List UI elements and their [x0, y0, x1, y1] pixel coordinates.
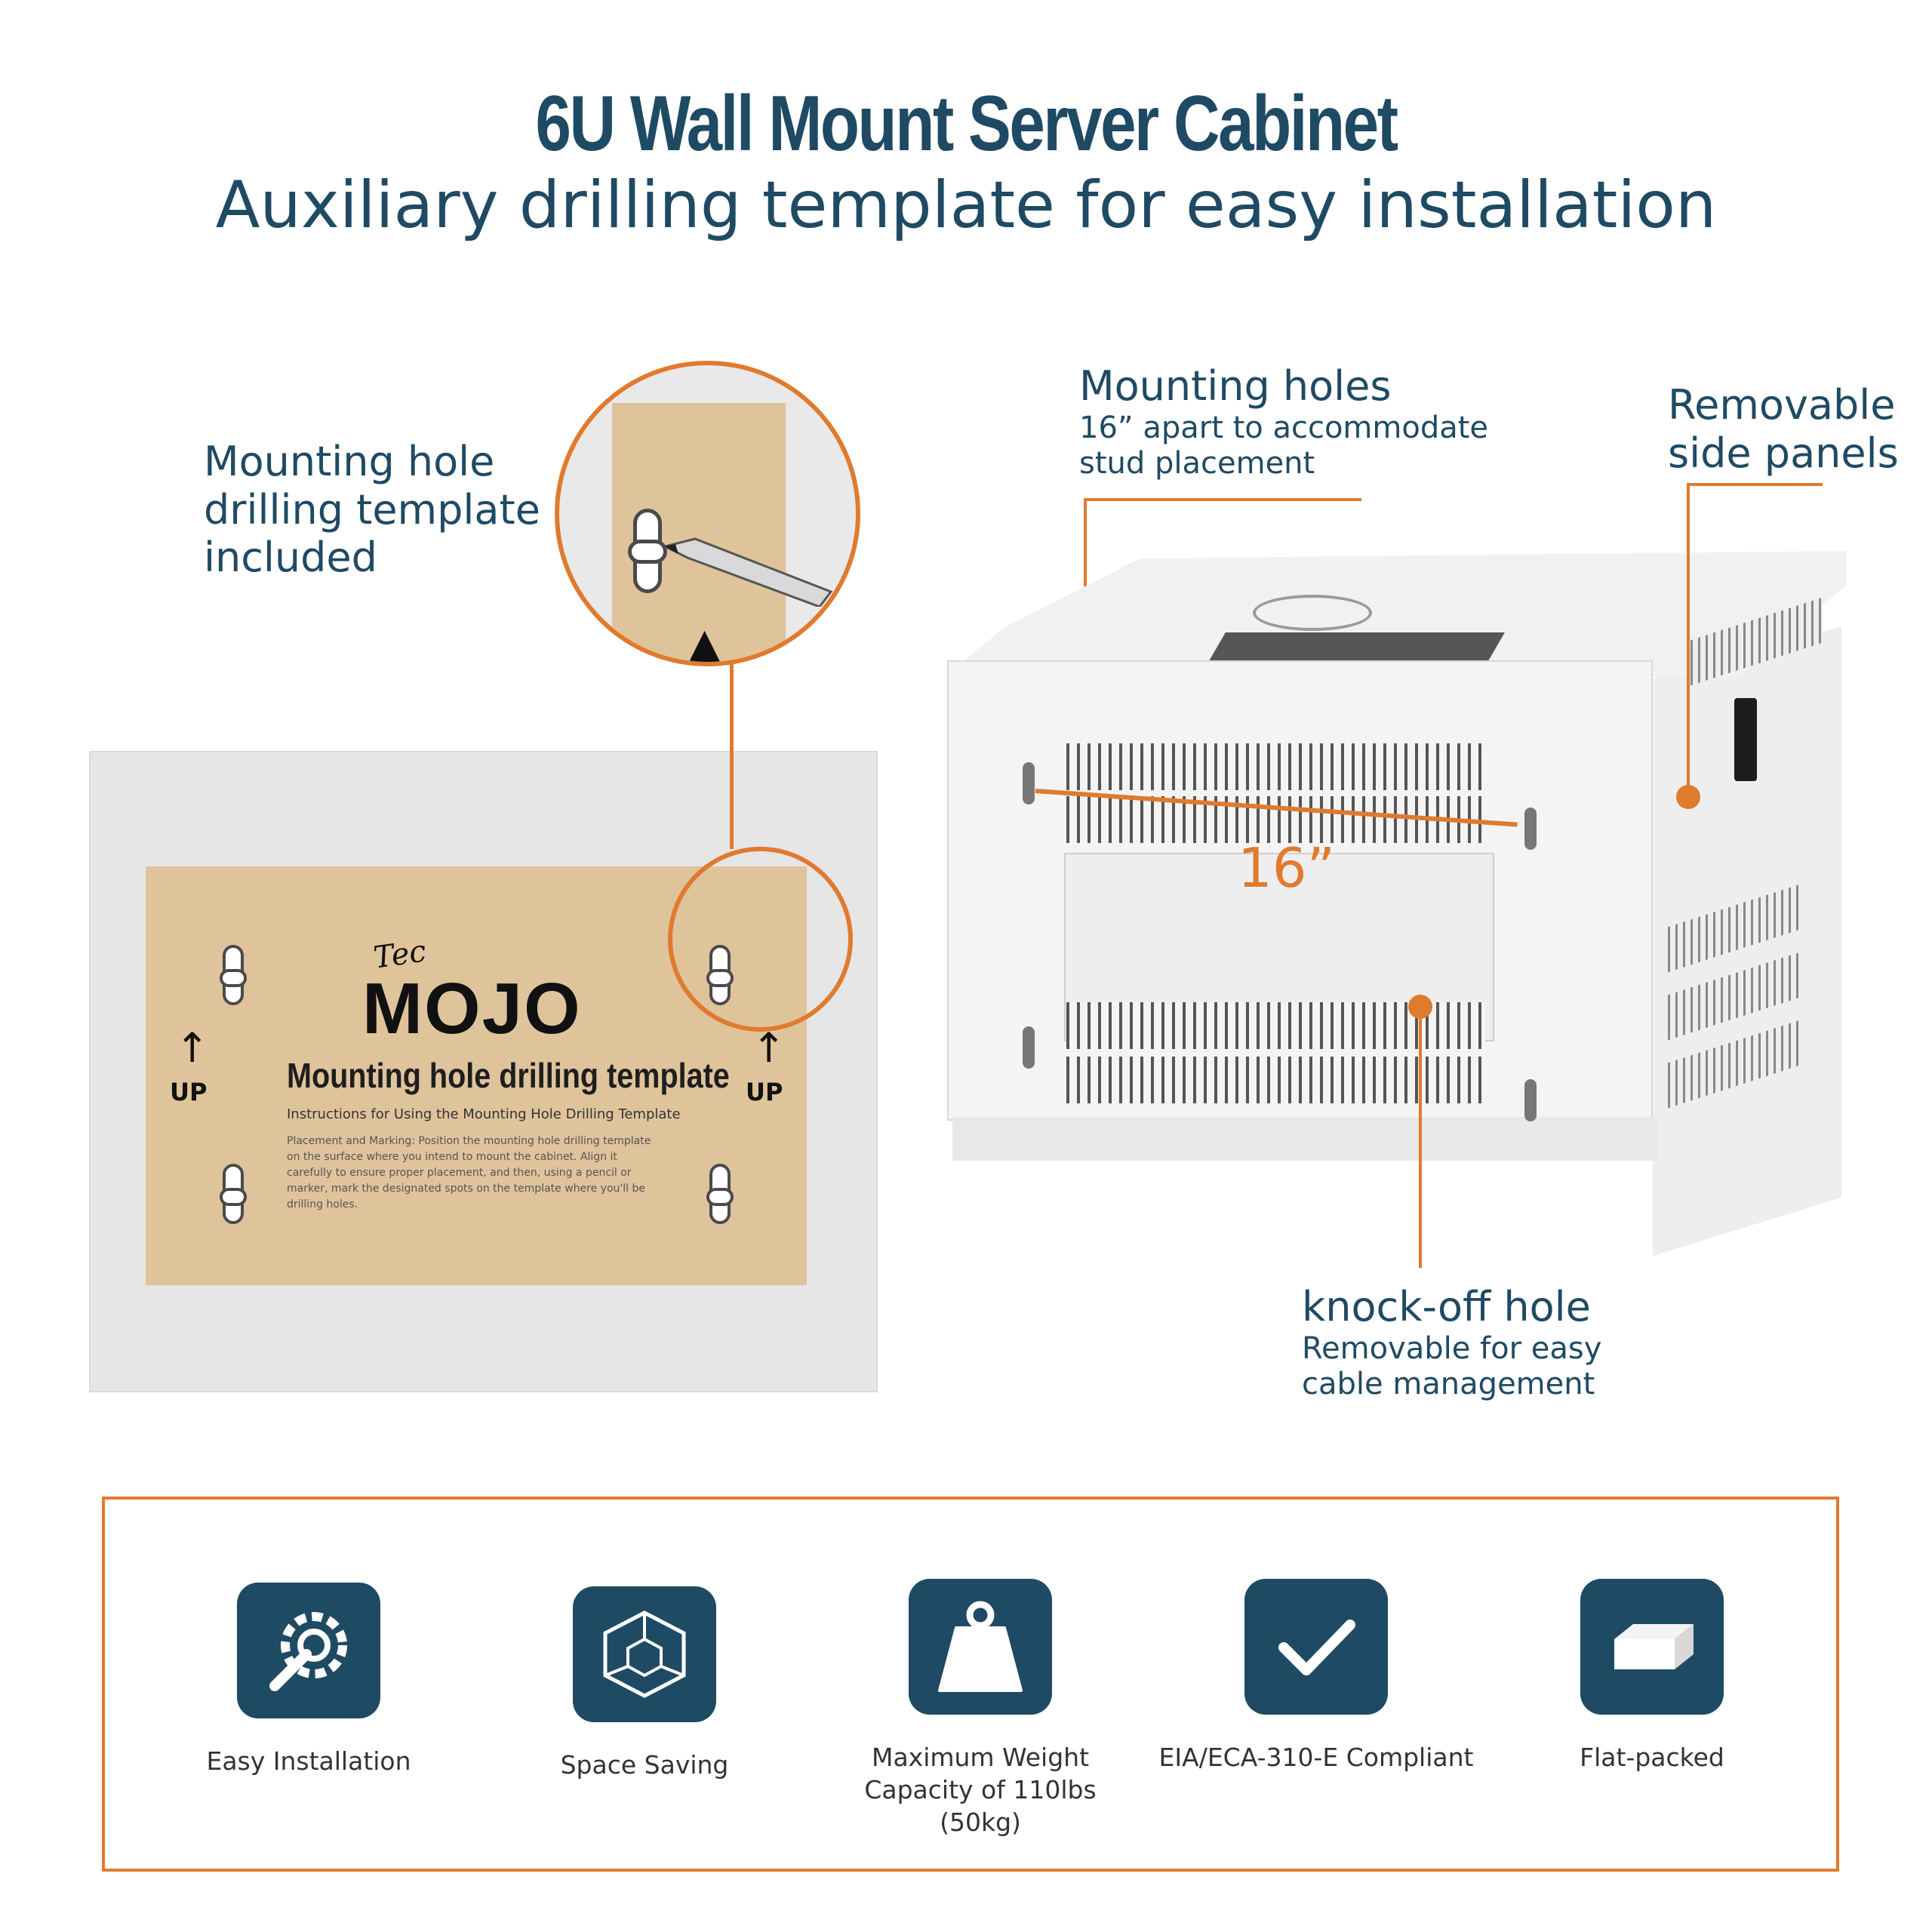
feature-weight-capacity: Maximum Weight Capacity of 110lbs (50kg)	[822, 1579, 1139, 1839]
up-label-right: UP	[746, 1078, 783, 1106]
side-panels-callout: Removable side panels	[1668, 381, 1899, 477]
checkmark-icon	[1278, 1620, 1355, 1675]
template-callout-line2: drilling template	[204, 485, 540, 534]
mounting-holes-leader-h	[1084, 498, 1361, 501]
measurement-label: 16”	[1238, 836, 1335, 900]
magnified-up-arrow-icon: ▲	[686, 618, 724, 666]
feature-label-3: Maximum Weight Capacity of 110lbs (50kg)	[864, 1743, 1097, 1837]
flat-box-icon	[1614, 1624, 1694, 1669]
feature-label-4: EIA/ECA-310-E Compliant	[1158, 1743, 1474, 1772]
knockoff-line2: cable management	[1302, 1366, 1595, 1401]
side-lock-icon	[1734, 698, 1757, 781]
cabinet-bottom-edge	[952, 1117, 1658, 1161]
knockoff-title: knock-off hole	[1302, 1283, 1591, 1331]
feature-label-1: Easy Installation	[206, 1746, 411, 1776]
feature-space-saving: Space Saving	[486, 1586, 803, 1782]
template-instructions-heading: Instructions for Using the Mounting Hole…	[287, 1106, 681, 1122]
gear-wrench-icon	[269, 1612, 347, 1691]
mounting-holes-title: Mounting holes	[1079, 362, 1392, 410]
template-callout: Mounting hole drilling template included	[204, 438, 540, 582]
cabinet-mount-slot-bl	[1023, 1026, 1035, 1069]
feature-tile-4	[1244, 1579, 1388, 1715]
side-panels-leader-v	[1687, 483, 1690, 800]
magnified-slot	[628, 509, 667, 593]
feature-compliance: EIA/ECA-310-E Compliant	[1158, 1579, 1475, 1774]
page-subtitle: Auxiliary drilling template for easy ins…	[215, 168, 1717, 243]
feature-label-5: Flat-packed	[1580, 1743, 1724, 1772]
side-panels-leader-h	[1687, 483, 1823, 486]
magnifier-circle: ▲	[555, 361, 860, 666]
features-box: Easy Installation Space Saving Maximum W…	[102, 1497, 1839, 1872]
cabinet-mount-slot-br	[1524, 1079, 1537, 1121]
feature-easy-installation: Easy Installation	[150, 1583, 467, 1778]
page-title: 6U Wall Mount Server Cabinet	[535, 80, 1398, 168]
up-arrow-right-icon: ↑	[752, 1024, 786, 1072]
template-slot-top-left	[220, 945, 247, 1005]
feature-tile-3	[909, 1579, 1052, 1715]
up-label-left: UP	[170, 1078, 208, 1106]
pencil-icon	[665, 537, 833, 607]
up-arrow-left-icon: ↑	[175, 1024, 210, 1072]
brand-logo: MOJO	[362, 968, 582, 1049]
cabinet-mount-slot-tl	[1023, 762, 1035, 804]
weight-icon	[938, 1601, 1023, 1692]
template-slot-bottom-right	[706, 1164, 734, 1224]
cabinet-mount-slot-tr	[1524, 808, 1537, 850]
mounting-holes-line1: 16” apart to accommodate	[1079, 410, 1489, 445]
feature-tile-2	[573, 1586, 716, 1722]
template-slot-bottom-left	[220, 1164, 247, 1224]
feature-tile-5	[1580, 1579, 1724, 1715]
side-panels-line2: side panels	[1668, 429, 1899, 477]
mounting-holes-line2: stud placement	[1079, 445, 1315, 481]
template-instructions-body: Placement and Marking: Position the moun…	[287, 1135, 651, 1211]
side-panels-marker	[1676, 785, 1700, 809]
template-callout-line3: included	[204, 534, 377, 582]
template-callout-line1: Mounting hole	[204, 438, 495, 485]
fan-icon	[1253, 595, 1372, 631]
vent-row-1	[1066, 743, 1485, 790]
feature-flat-packed: Flat-packed	[1494, 1579, 1810, 1774]
side-panels-line1: Removable	[1668, 381, 1896, 429]
cube-icon	[603, 1611, 686, 1698]
magnifier-connector	[730, 664, 734, 849]
vent-row-4	[1066, 1057, 1485, 1103]
feature-label-2: Space Saving	[560, 1750, 729, 1780]
mounting-holes-callout: Mounting holes 16” apart to accommodate …	[1079, 362, 1488, 481]
knockoff-leader	[1419, 1011, 1422, 1268]
knockoff-callout: knock-off hole Removable for easy cable …	[1302, 1283, 1601, 1402]
zoom-ring	[668, 847, 853, 1032]
template-title: Mounting hole drilling template	[287, 1056, 730, 1095]
knockoff-line1: Removable for easy	[1302, 1331, 1602, 1366]
feature-tile-1	[237, 1583, 380, 1718]
